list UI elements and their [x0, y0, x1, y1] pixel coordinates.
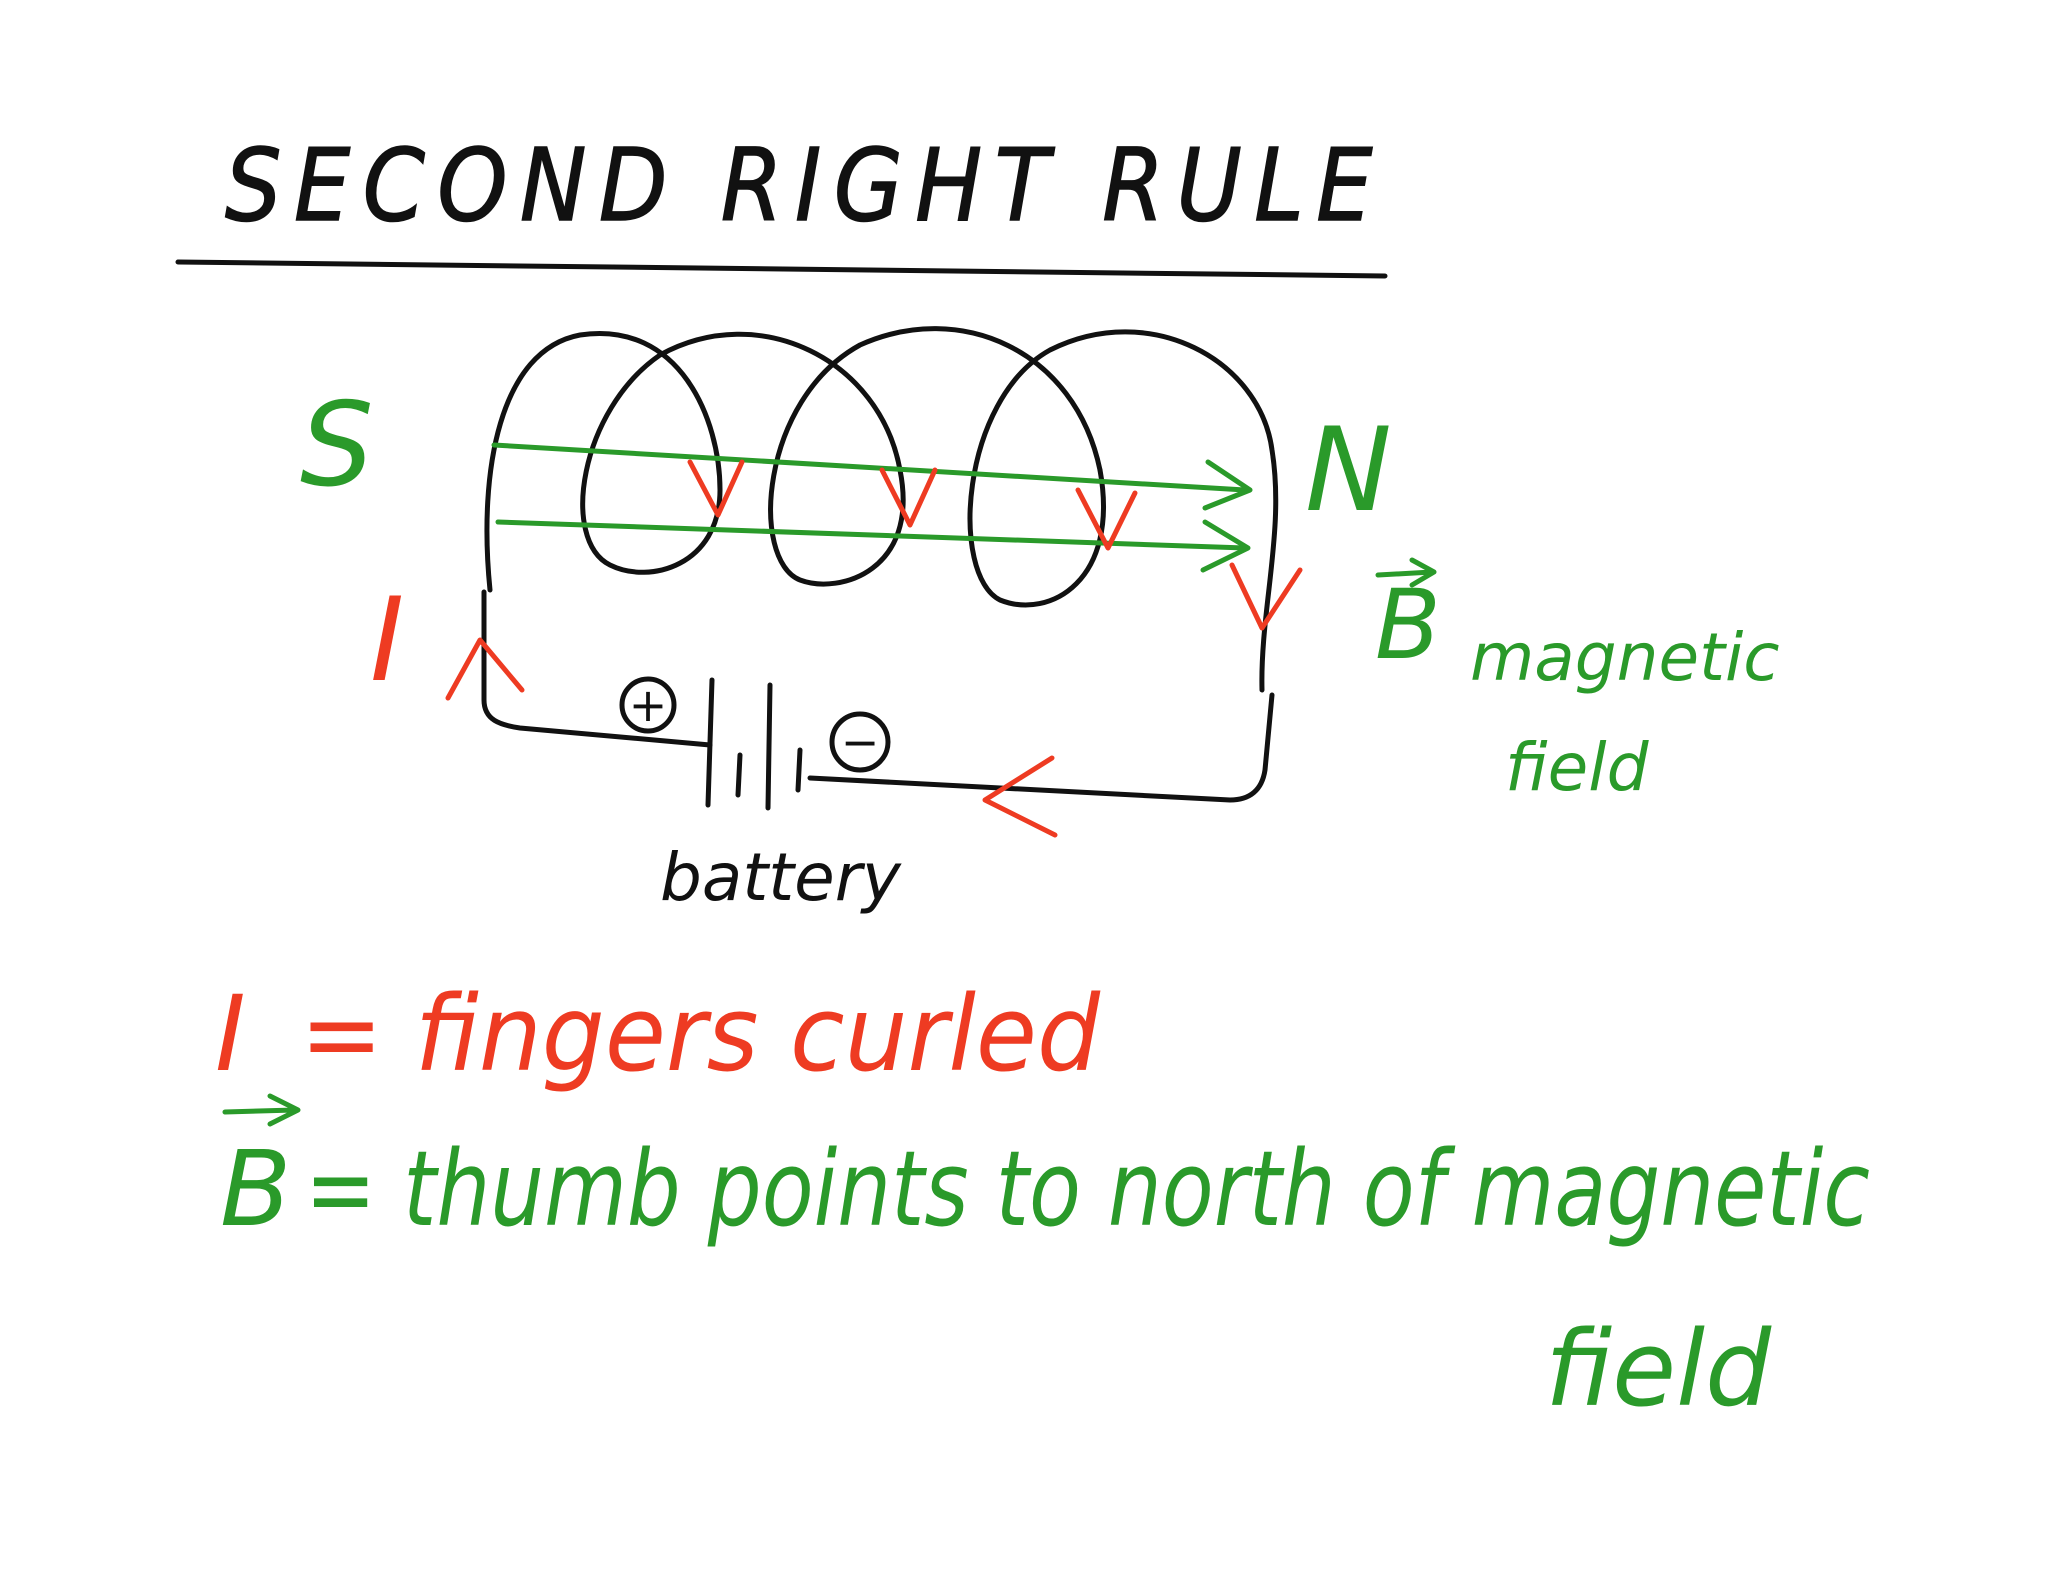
field-rule-symbol: B — [220, 1128, 291, 1250]
solenoid-coil — [484, 326, 1279, 693]
left-wire — [481, 589, 713, 748]
field-rule-vector-arrow — [222, 1093, 301, 1127]
current-label: I — [370, 573, 404, 708]
field-lines — [491, 442, 1253, 573]
current-arrow-2 — [879, 467, 938, 528]
current-rule-note: I = fingers curled — [215, 973, 1101, 1095]
plus-sign: + — [629, 678, 668, 732]
b-vector-arrow — [1375, 557, 1437, 588]
coil-loop-1 — [484, 331, 723, 593]
field-rule-text: = thumb points to north of magnetic — [305, 1128, 1870, 1250]
field-line-lower-arrowhead — [1200, 519, 1251, 573]
magnetic-label: magnetic — [1470, 619, 1780, 696]
coil-loop-2 — [580, 331, 903, 575]
battery-plate-1 — [705, 677, 715, 808]
battery-label: battery — [660, 839, 902, 916]
plus-terminal-circle — [619, 676, 677, 734]
minus-sign: − — [841, 715, 880, 769]
current-rule-text: = fingers curled — [300, 973, 1101, 1095]
current-arrow-5 — [982, 755, 1058, 838]
field-line-upper — [491, 442, 1248, 493]
north-pole-label: N — [1305, 403, 1392, 538]
battery-plate-2 — [735, 752, 743, 798]
battery-plate-4 — [795, 747, 803, 793]
current-arrow-4 — [1229, 562, 1303, 631]
field-label: field — [1505, 729, 1650, 806]
title-underline — [175, 259, 1388, 279]
current-arrow-3 — [1075, 487, 1138, 551]
coil-loop-4 — [967, 329, 1279, 693]
battery-symbol[interactable]: + − battery — [619, 676, 902, 916]
current-rule-symbol: I — [215, 973, 246, 1095]
page-title: SECOND RIGHT RULE — [225, 127, 1385, 244]
current-arrow-1 — [687, 459, 745, 518]
b-field-label: B magnetic field — [1375, 557, 1780, 806]
minus-terminal-circle — [829, 711, 891, 773]
current-arrow-6 — [445, 637, 525, 701]
current-arrows — [445, 459, 1303, 838]
coil-loop-3 — [768, 326, 1103, 587]
right-wire — [807, 692, 1275, 803]
field-rule-text-line-2: field — [1545, 1308, 1772, 1430]
field-line-lower — [495, 519, 1248, 551]
field-rule-note: B = thumb points to north of magnetic fi… — [220, 1093, 1870, 1430]
circuit-wires — [481, 589, 1275, 803]
field-line-upper-arrowhead — [1202, 459, 1253, 511]
south-pole-label: S — [300, 378, 374, 513]
b-vector-symbol: B — [1375, 569, 1441, 681]
battery-plate-3 — [765, 682, 773, 811]
